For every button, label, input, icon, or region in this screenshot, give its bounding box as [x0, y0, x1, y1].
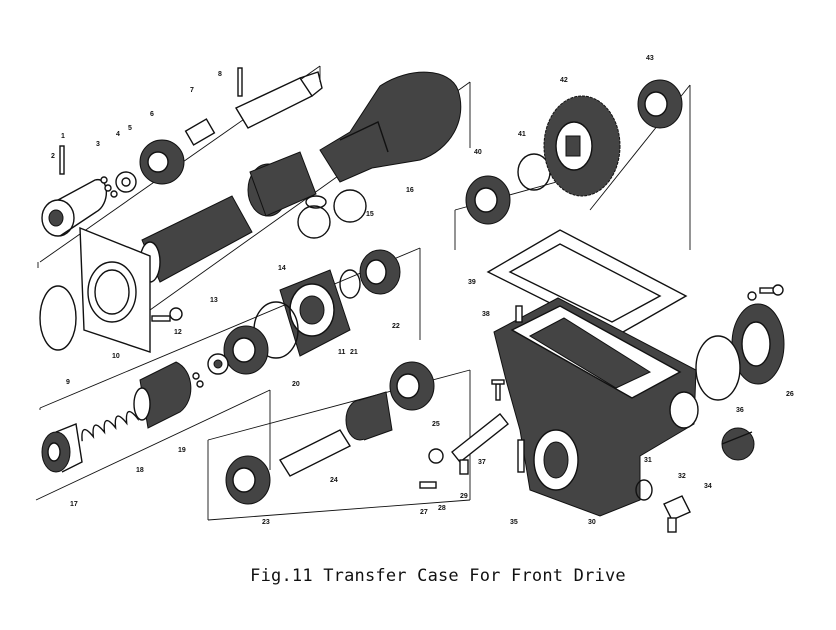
cover-36 [731, 303, 785, 385]
callout-34: 34 [704, 483, 712, 490]
transfer-case-body [491, 297, 699, 517]
callout-22: 22 [392, 323, 400, 330]
tube-part [139, 195, 253, 283]
callout-1: 1 [61, 133, 65, 140]
pin-part [59, 145, 65, 175]
plunger-part [133, 361, 192, 429]
callout-37: 37 [478, 459, 486, 466]
callout-25: 25 [432, 421, 440, 428]
callout-16: 16 [406, 187, 414, 194]
callout-8: 8 [218, 71, 222, 78]
collar-part [139, 139, 185, 185]
callout-10: 10 [112, 353, 120, 360]
callout-23: 23 [262, 519, 270, 526]
callout-27: 27 [420, 509, 428, 516]
callout-13: 13 [210, 297, 218, 304]
callout-14: 14 [278, 265, 286, 272]
callout-11: 11 [338, 349, 346, 356]
callout-32: 32 [678, 473, 686, 480]
callout-19: 19 [178, 447, 186, 454]
callout-2: 2 [51, 153, 55, 160]
callout-5: 5 [128, 125, 132, 132]
coupling-part [41, 179, 108, 237]
callout-15: 15 [366, 211, 374, 218]
bearing-40 [465, 175, 511, 225]
callout-21: 21 [350, 349, 358, 356]
callout-labels: 1 2 3 4 5 6 7 8 9 10 11 12 13 14 15 16 1… [51, 55, 794, 526]
callout-39: 39 [468, 279, 476, 286]
gear-shaft-group [225, 361, 435, 505]
callout-18: 18 [136, 467, 144, 474]
callout-9: 9 [66, 379, 70, 386]
bushing-34 [721, 427, 755, 461]
side-cover-group [419, 284, 785, 533]
boot-part [319, 71, 462, 183]
callout-4: 4 [116, 131, 120, 138]
callout-31: 31 [644, 457, 652, 464]
callout-28: 28 [438, 505, 446, 512]
callout-20: 20 [292, 381, 300, 388]
callout-3: 3 [96, 141, 100, 148]
shaft-end-part [235, 67, 323, 129]
callout-30: 30 [588, 519, 596, 526]
callout-17: 17 [70, 501, 78, 508]
shift-rod-group [419, 413, 525, 489]
callout-6: 6 [150, 111, 154, 118]
bearing-43 [637, 79, 683, 129]
callout-29: 29 [460, 493, 468, 500]
housing-flange-group [39, 226, 183, 353]
callout-12: 12 [174, 329, 182, 336]
bearing-23-left [225, 455, 271, 505]
spring-group [41, 361, 204, 473]
figure-caption: Fig.11 Transfer Case For Front Drive [250, 566, 626, 586]
callout-38: 38 [482, 311, 490, 318]
collar-5 [223, 325, 269, 375]
callout-42: 42 [560, 77, 568, 84]
callout-7: 7 [190, 87, 194, 94]
coupling-14 [247, 151, 317, 217]
guide-lines [35, 65, 691, 521]
callout-40: 40 [474, 149, 482, 156]
gear-shaft-24 [278, 391, 393, 477]
callout-41: 41 [518, 131, 526, 138]
bearing-22 [359, 249, 401, 295]
callout-36: 36 [736, 407, 744, 414]
bearing-23-right [389, 361, 435, 411]
callout-43: 43 [646, 55, 654, 62]
upper-shaft-group [41, 67, 462, 283]
gear-bearing-group [465, 79, 688, 337]
callout-26: 26 [786, 391, 794, 398]
gear-42 [543, 95, 621, 197]
callout-35: 35 [510, 519, 518, 526]
middle-group [207, 249, 401, 375]
callout-24: 24 [330, 477, 338, 484]
